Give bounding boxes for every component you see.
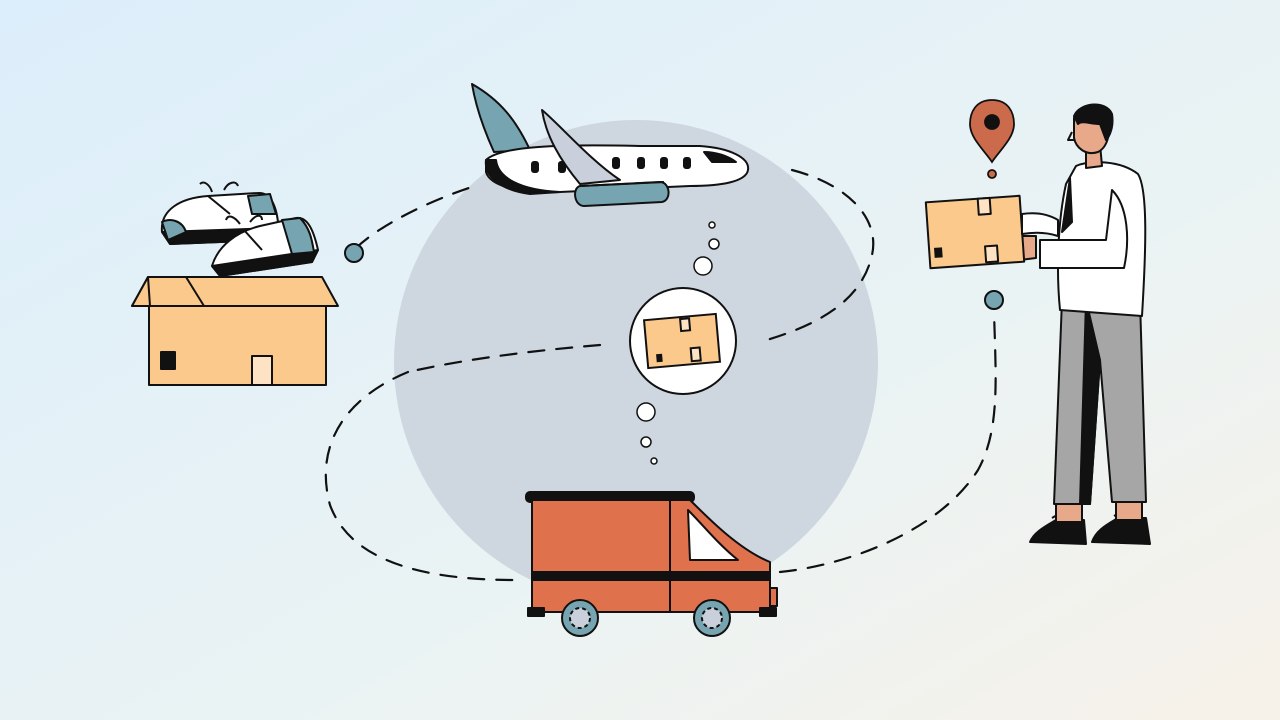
airplane-icon: [471, 83, 750, 207]
person-holding-package: [924, 103, 1151, 545]
package-bubble-icon: [629, 287, 737, 395]
location-pin-icon: [969, 99, 1015, 179]
route-node-left: [344, 243, 364, 263]
thought-bubbles-top: [693, 221, 720, 276]
shoes-box-icon: [131, 181, 339, 386]
dashed-route: [324, 168, 997, 582]
delivery-van-icon: [525, 491, 778, 637]
thought-bubbles-bottom: [636, 402, 658, 465]
route-node-right: [984, 290, 1004, 310]
